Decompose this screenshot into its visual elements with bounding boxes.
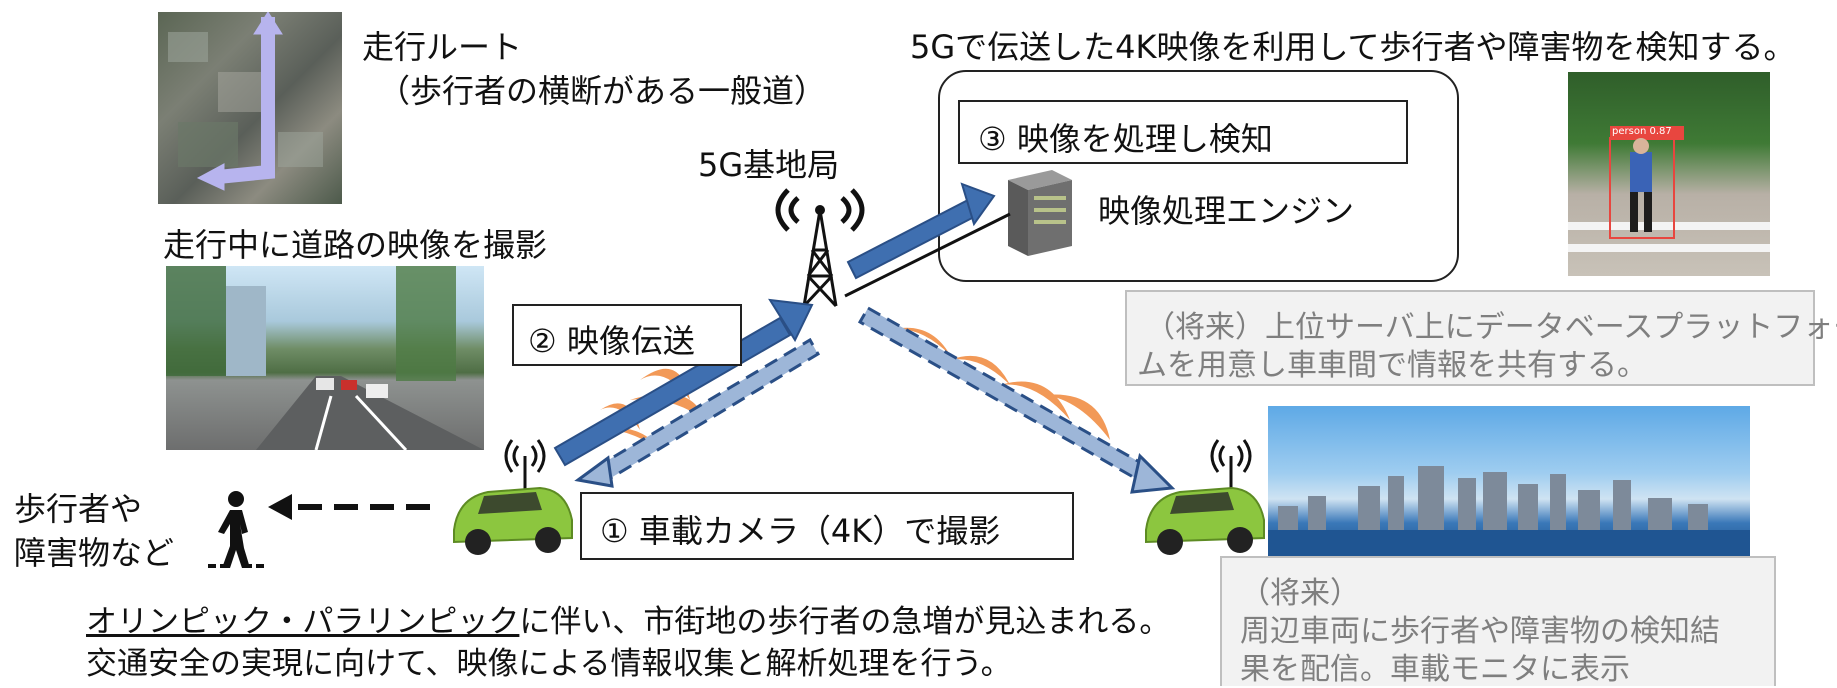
skyline-graphic: [1268, 466, 1750, 556]
step3-box: ③ 映像を処理し検知: [958, 100, 1408, 164]
tower-engine-link: [844, 212, 1011, 298]
shooting-caption: 走行中に道路の映像を撮影: [163, 226, 548, 264]
future-delivery-line3: 果を配信。車載モニタに表示: [1240, 652, 1630, 687]
pedestrian-icon: [208, 491, 264, 568]
receiving-car-icon: [1145, 439, 1265, 555]
route-arrow: [196, 12, 283, 191]
future-delivery-box: （将来） 周辺車両に歩行者や障害物の検知結 果を配信。車載モニタに表示: [1220, 556, 1776, 687]
pedestrian-arrow: [268, 494, 430, 520]
pedestrian-label-line1: 歩行者や: [14, 490, 143, 528]
future-sharing-line2: ムを用意し車車間で情報を共有する。: [1137, 348, 1647, 383]
route-subtitle: （歩行者の横断がある一般道）: [378, 72, 827, 110]
bottom-text-line1: オリンピック・パラリンピックに伴い、市街地の歩行者の急増が見込まれる。: [86, 596, 1170, 641]
pedestrian-label-line2: 障害物など: [14, 534, 175, 572]
future-delivery-line1: （将来）: [1240, 576, 1360, 611]
step2-label: ② 映像伝送: [528, 322, 695, 360]
city-skyline-photo: [1268, 406, 1750, 556]
base-station-label: 5G基地局: [698, 146, 840, 184]
top-caption: 5Gで伝送した4K映像を利用して歩行者や障害物を検知する。: [910, 28, 1796, 66]
step2-box: ② 映像伝送: [512, 304, 742, 366]
future-sharing-line1: （将来）上位サーバ上にデータベースプラットフォー: [1145, 310, 1837, 345]
future-sharing-box: （将来）上位サーバ上にデータベースプラットフォー ムを用意し車車間で情報を共有す…: [1125, 290, 1837, 386]
engine-feed-arrow: [846, 182, 996, 280]
camera-car-icon: [453, 439, 573, 555]
step1-label: ① 車載カメラ（4K）で撮影: [600, 512, 1001, 550]
future-delivery-line2: 周辺車両に歩行者や障害物の検知結: [1240, 614, 1720, 649]
downlink-arrow-right: [857, 305, 1176, 494]
olympics-link-text: オリンピック・パラリンピック: [86, 604, 520, 640]
street-scene-graphic: [166, 266, 484, 450]
engine-label: 映像処理エンジン: [1098, 192, 1355, 230]
downlink-arrow-left: [574, 337, 821, 488]
detection-tag: person 0.87: [1612, 126, 1672, 137]
server-icon: [1008, 170, 1072, 256]
bottom-text-rest: に伴い、市街地の歩行者の急増が見込まれる。: [519, 604, 1171, 640]
route-map-photo: [158, 12, 342, 204]
step1-box: ① 車載カメラ（4K）で撮影: [580, 492, 1074, 560]
pedestrian-detection-photo: person 0.87: [1568, 72, 1770, 276]
bottom-text-line2: 交通安全の実現に向けて、映像による情報収集と解析処理を行う。: [86, 646, 1012, 682]
route-title: 走行ルート: [362, 28, 523, 66]
route-map-graphic: [168, 12, 323, 191]
antenna-tower-icon: [775, 188, 865, 308]
detection-graphic: [1568, 126, 1770, 252]
street-view-photo: [166, 266, 484, 450]
step3-label: ③ 映像を処理し検知: [978, 120, 1273, 158]
